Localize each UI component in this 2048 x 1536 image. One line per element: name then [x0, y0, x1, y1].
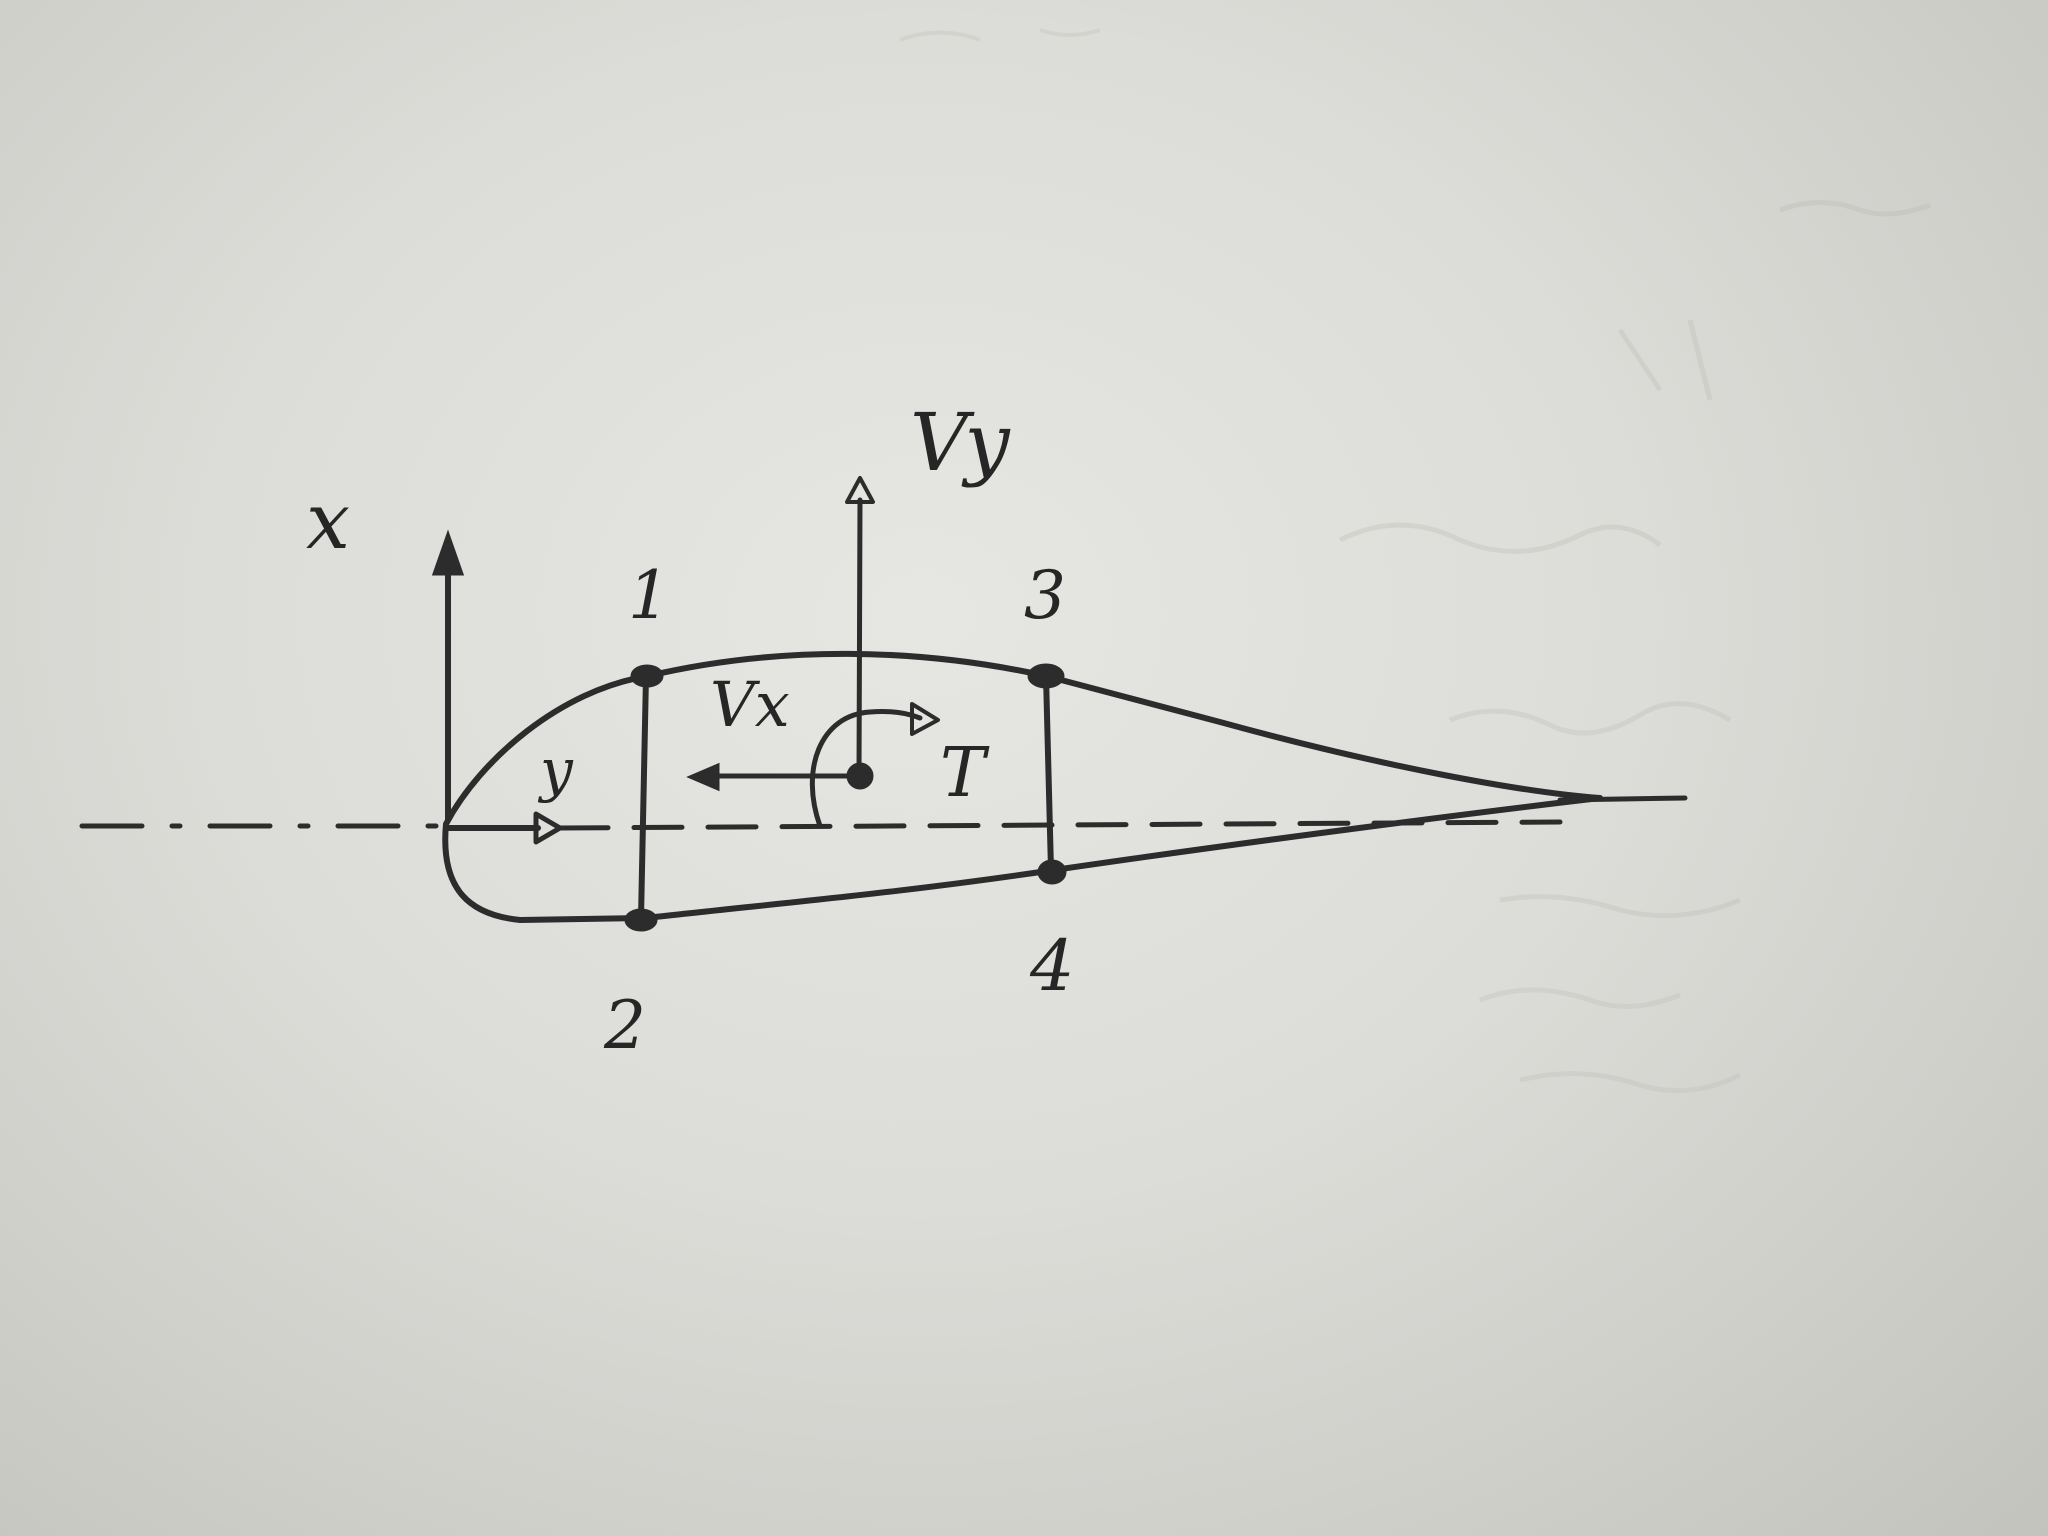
bleed-through-marks: [899, 28, 1931, 1094]
boom-point-3: [1027, 663, 1065, 689]
point-3-label: 3: [1024, 557, 1066, 634]
point-1-label: 1: [628, 557, 670, 634]
vy-label: Vy: [910, 396, 1012, 489]
boom-point-1: [630, 664, 664, 688]
axis-y-label: y: [537, 736, 574, 804]
vy-arrowhead-icon: [845, 476, 875, 504]
torque-label: T: [940, 734, 990, 813]
point-2-label: 2: [603, 987, 646, 1064]
vx-arrowhead-icon: [686, 762, 720, 792]
vx-label: Vx: [710, 668, 790, 741]
web-3-4: [1043, 673, 1054, 873]
boom-point-4: [1037, 859, 1067, 885]
airfoil-outline: [442, 650, 1603, 923]
x-axis-arrowhead-icon: [431, 529, 465, 576]
torque-arc: [809, 709, 923, 829]
axis-x-label: x: [306, 477, 350, 567]
shear-centre-point: [846, 762, 874, 790]
boom-point-2: [624, 908, 658, 932]
chord-line: [79, 795, 1688, 831]
torque-arrowhead-icon: [910, 702, 940, 736]
y-axis-arrowhead-icon: [533, 811, 563, 845]
vy-arrow: [856, 497, 863, 779]
web-1-2: [638, 673, 649, 921]
point-4-label: 4: [1029, 925, 1075, 1007]
